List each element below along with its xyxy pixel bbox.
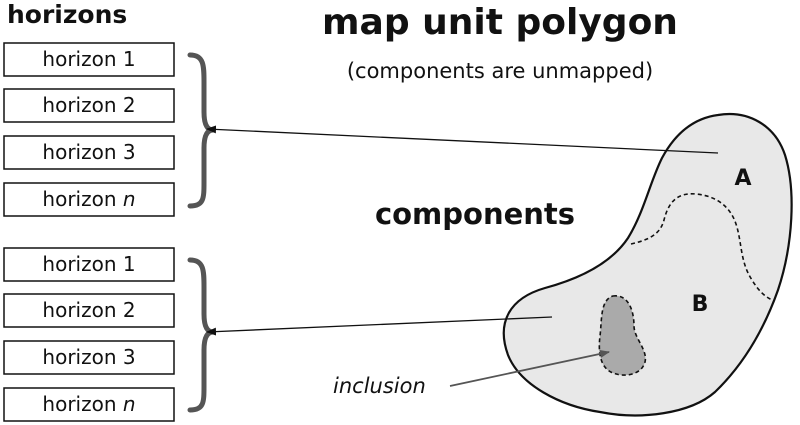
arrow-component-a <box>206 125 719 154</box>
arrow-component-b <box>206 316 553 336</box>
component-boundary <box>630 193 773 301</box>
horizon-box: horizon 2 <box>3 293 175 328</box>
components-heading: components <box>375 197 575 231</box>
horizon-label: horizon n <box>42 187 135 211</box>
brace-b <box>187 257 216 413</box>
horizon-group-b: horizon 1 horizon 2 horizon 3 horizon n <box>3 247 216 422</box>
component-a-label: A <box>734 166 751 191</box>
horizon-box: horizon 3 <box>3 135 175 170</box>
component-b-label: B <box>692 292 709 317</box>
horizon-box: horizon n <box>3 182 175 217</box>
horizons-heading: horizons <box>7 0 127 29</box>
horizon-label: horizon 1 <box>42 47 135 71</box>
horizon-box: horizon 1 <box>3 42 175 77</box>
map-unit-polygon <box>502 112 793 417</box>
polygon-title: map unit polygon <box>322 2 678 43</box>
horizon-label: horizon 3 <box>42 140 135 164</box>
horizon-box: horizon 2 <box>3 88 175 123</box>
horizon-label: horizon 2 <box>42 298 135 322</box>
inclusion-label: inclusion <box>333 374 426 398</box>
horizon-label: horizon 2 <box>42 93 135 117</box>
horizon-label: horizon 1 <box>42 252 135 276</box>
horizon-group-a: horizon 1 horizon 2 horizon 3 horizon n <box>3 42 216 217</box>
horizon-box: horizon 3 <box>3 340 175 375</box>
horizon-label: horizon 3 <box>42 345 135 369</box>
horizon-box: horizon n <box>3 387 175 422</box>
polygon-subtitle: (components are unmapped) <box>347 59 653 83</box>
horizon-label: horizon n <box>42 392 135 416</box>
inclusion-polygon <box>598 295 647 376</box>
arrow-inclusion <box>449 349 610 387</box>
brace-a <box>187 52 216 209</box>
horizon-box: horizon 1 <box>3 247 175 282</box>
